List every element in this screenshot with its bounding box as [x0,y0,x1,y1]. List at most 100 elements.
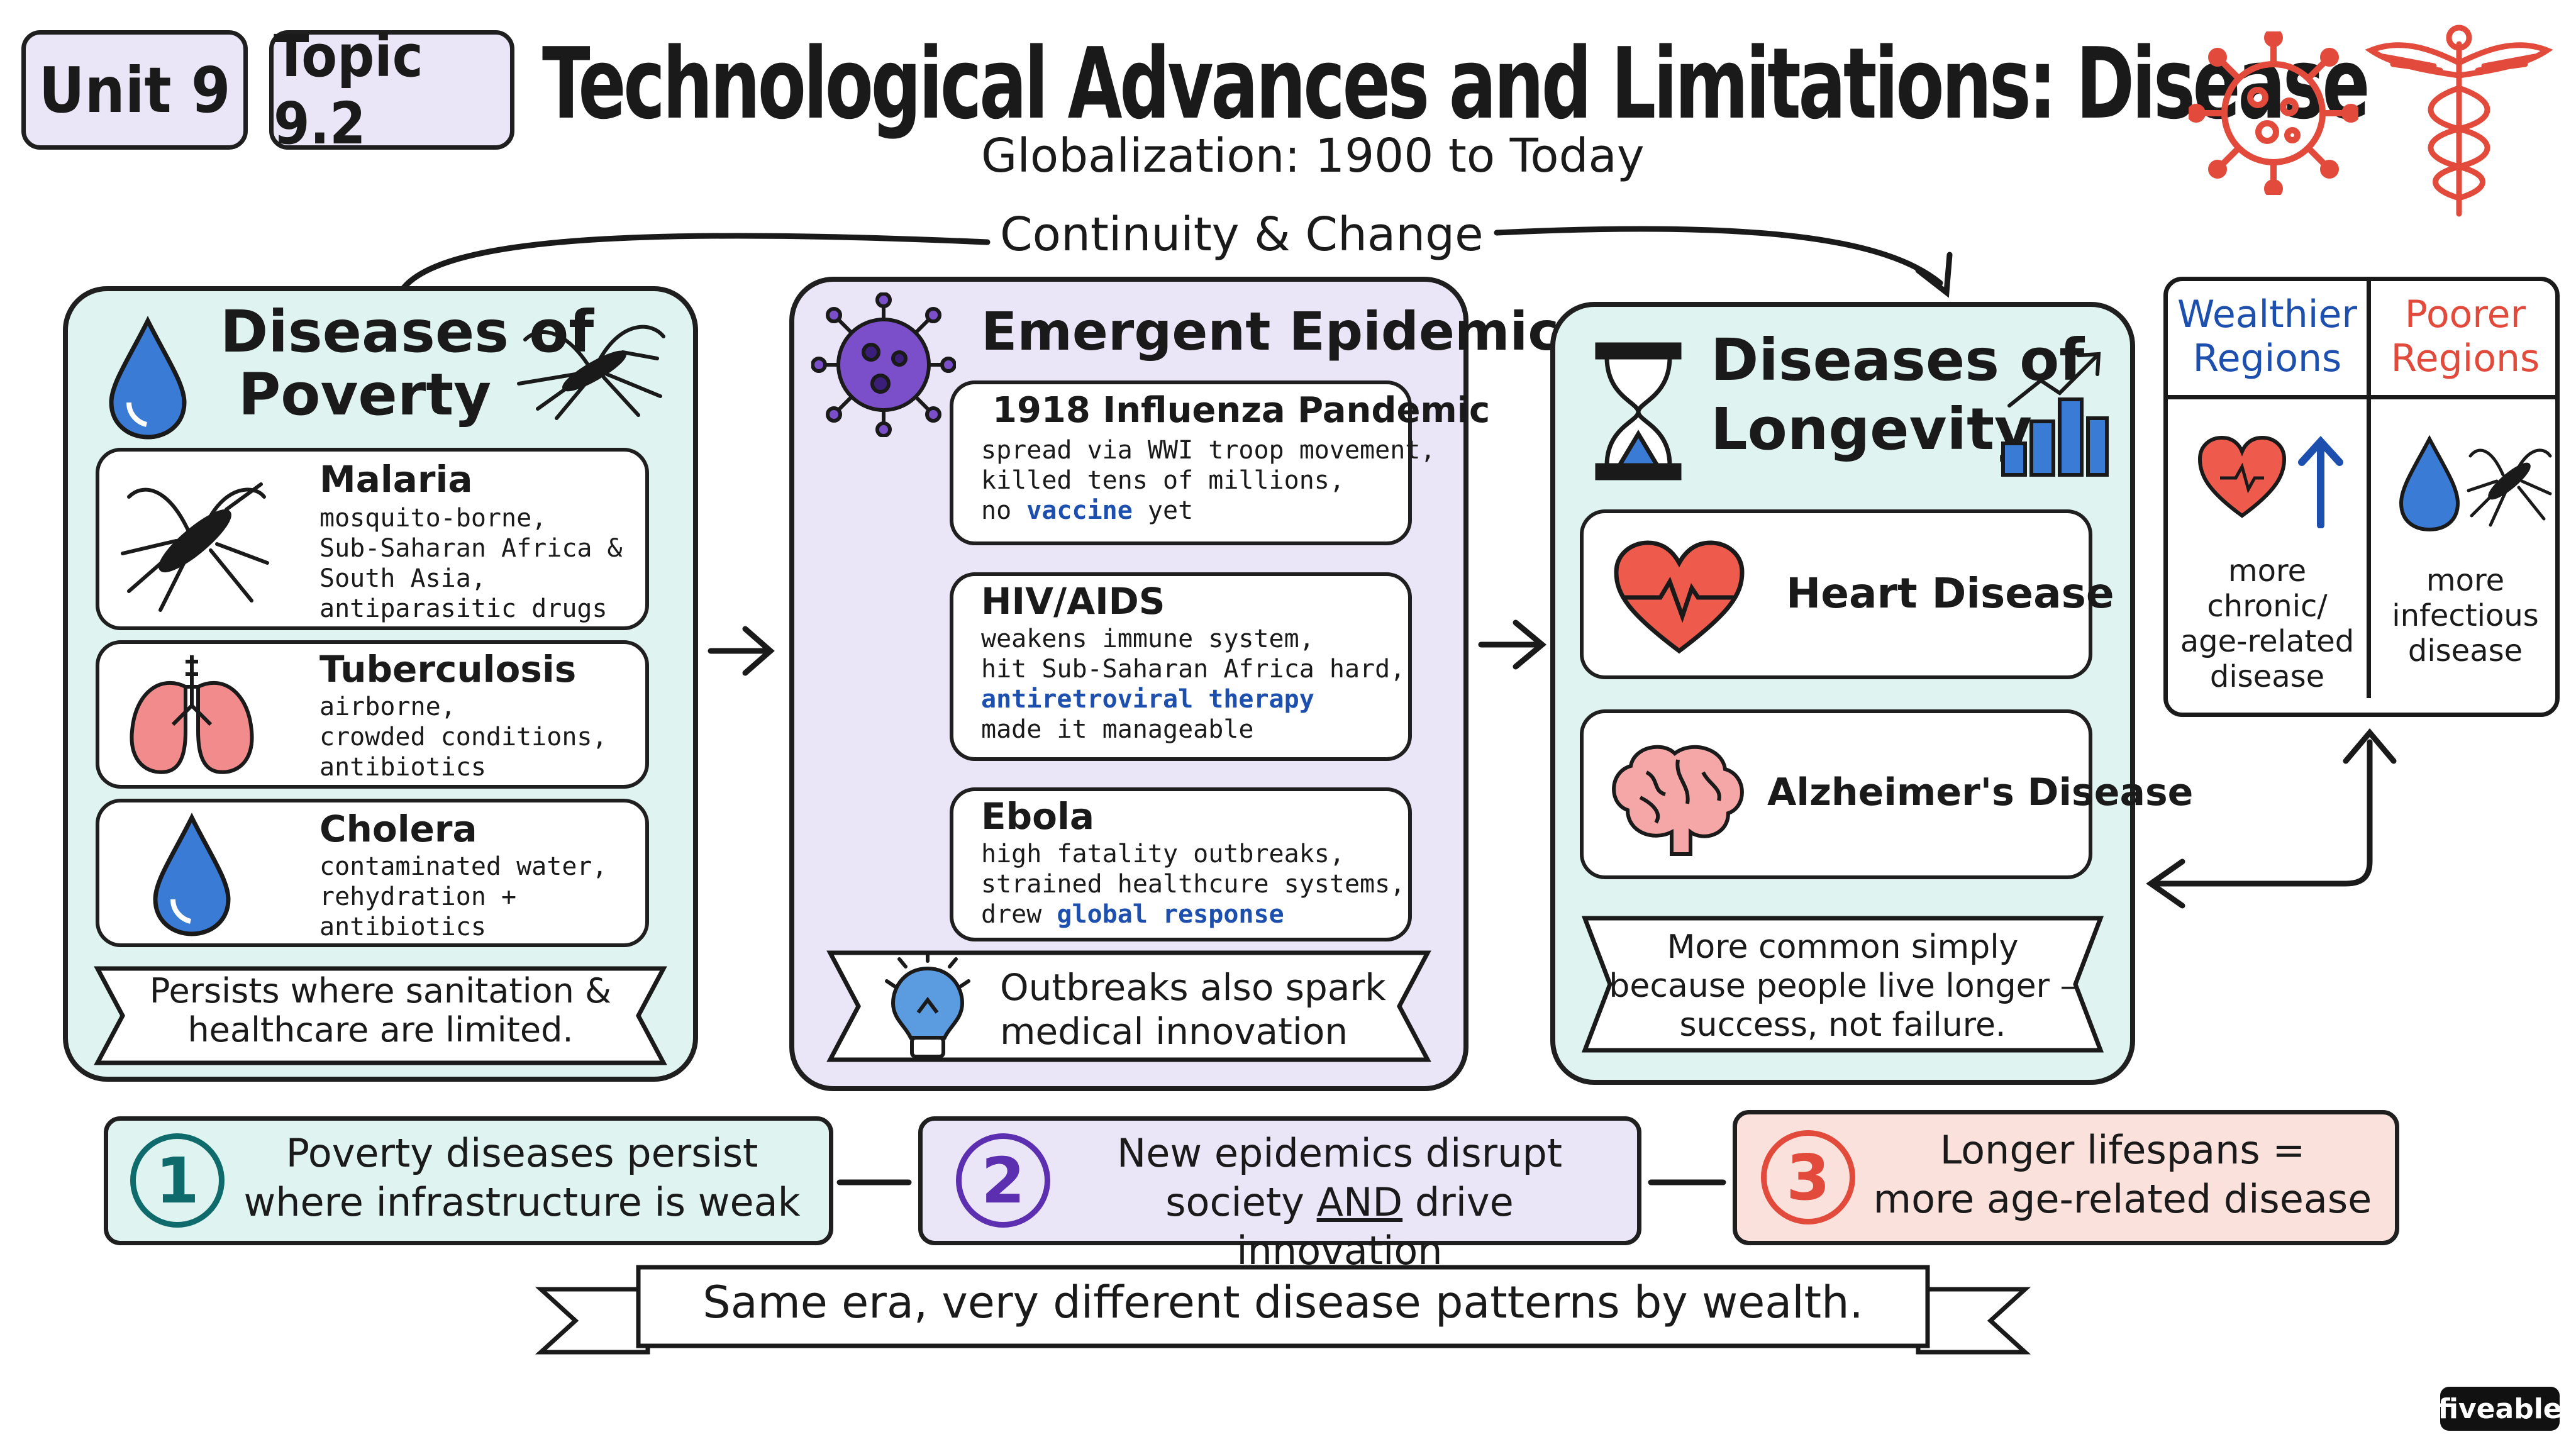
antiretroviral-highlight: antiretroviral therapy [981,685,1314,714]
hiv-desc: weakens immune system, hit Sub-Saharan A… [981,624,1409,745]
summary-3-line2: more age-related disease [1873,1175,2372,1222]
hiv-line2: hit Sub-Saharan Africa hard, [981,655,1406,684]
influenza-line3-pre: no [981,496,1027,525]
poverty-banner: Persists where sanitation & healthcare a… [85,972,676,1050]
ebola-desc: high fatality outbreaks, strained health… [981,839,1409,930]
poorer-text: more infectious disease [2392,563,2539,669]
influenza-card [950,380,1412,545]
lungs-icon [130,655,254,774]
caduceus-icon [2365,25,2553,217]
tuberculosis-card [96,640,649,789]
epidemics-title: Emergent Epidemics [981,301,1591,362]
ebola-line3-pre: drew [981,900,1057,929]
influenza-title: 1918 Influenza Pandemic [992,390,1491,431]
comparison-divider-v [2367,277,2371,698]
water-drop-icon [2399,435,2460,532]
summary-number-3: 3 [1761,1130,1855,1224]
epidemics-banner-line1: Outbreaks also spark [1000,966,1386,1009]
mosquito-icon [517,325,665,420]
topic-label: Topic 9.2 [274,23,423,157]
heart-icon [2197,435,2287,518]
lightbulb-icon [885,951,970,1058]
summary-number-1: 1 [130,1133,225,1228]
poverty-title: Diseases of Poverty [220,298,594,428]
summary-2-line2-underline: AND [1316,1179,1403,1225]
influenza-line1: spread via WWI troop movement, [981,436,1436,465]
cholera-title: Cholera [319,808,477,850]
poverty-title-line2: Poverty [238,361,492,428]
bar-chart-icon [2001,352,2109,477]
cholera-desc: contaminated water, rehydration + antibi… [319,852,608,941]
summary-2-line1: New epidemics disrupt [1116,1130,1563,1176]
poverty-title-line1: Diseases of [220,298,594,365]
malaria-title: Malaria [319,458,473,501]
influenza-line2: killed tens of millions, [981,466,1345,495]
summary-text-1: Poverty diseases persist where infrastru… [239,1129,805,1226]
summary-1-line2: where infrastructure is weak [243,1179,801,1225]
hiv-title: HIV/AIDS [981,580,1165,623]
poorer-header-line2: Regions [2390,336,2540,380]
longevity-banner-shape [1581,916,2104,1053]
summary-3-line1: Longer lifespans = [1940,1127,2306,1173]
alzheimers-label: Alzheimer's Disease [1767,770,2194,814]
wealthier-header: Wealthier Regions [2170,292,2365,380]
summary-card-1 [104,1116,833,1245]
summary-2-line2-pre: society [1165,1179,1317,1225]
fiveable-logo: fiveable [2438,1387,2562,1431]
epidemics-banner-line2: medical innovation [1000,1010,1348,1053]
longevity-title: Diseases of Longevity [1711,326,2085,464]
tuberculosis-desc: airborne, crowded conditions, antibiotic… [319,692,608,782]
tuberculosis-title: Tuberculosis [319,648,577,691]
summary-1-line1: Poverty diseases persist [286,1130,758,1176]
virus-icon [2189,31,2358,195]
continuity-label: Continuity & Change [1000,208,1484,262]
page-subtitle: Globalization: 1900 to Today [981,129,1645,183]
mosquito-icon [121,482,269,612]
longevity-banner: More common simply because people live l… [1572,928,2113,1045]
epidemics-banner-shape [826,950,1431,1062]
ebola-line3: drew global response [981,899,1409,930]
vaccine-highlight: vaccine [1026,496,1133,525]
hiv-card [950,572,1412,761]
virus-icon [811,292,956,437]
wealthier-text: more chronic/ age-related disease [2180,553,2355,694]
poorer-header-line1: Poorer [2404,292,2526,336]
ebola-card [950,787,1412,941]
brain-icon [1612,745,1744,856]
poorer-header: Poorer Regions [2371,292,2560,380]
malaria-desc: mosquito-borne, Sub-Saharan Africa & Sou… [319,504,623,623]
wealthier-header-line2: Regions [2192,336,2342,380]
comparison-divider-h [2163,395,2560,399]
wealthier-header-line1: Wealthier [2177,292,2357,336]
influenza-desc: spread via WWI troop movement, killed te… [981,435,1436,526]
summary-number-2: 2 [956,1133,1050,1228]
hourglass-icon [1595,342,1682,480]
longevity-title-line1: Diseases of [1711,326,2085,394]
unit-label: Unit 9 [38,53,231,127]
longevity-banner-line1: More common simply [1667,928,2019,966]
ebola-line2: strained healthcure systems, [981,870,1406,899]
longevity-banner-line2: because people live longer – [1609,967,2077,1005]
footer-banner: Same era, very different disease pattern… [702,1277,1863,1328]
summary-text-3: Longer lifespans = more age-related dise… [1871,1126,2374,1223]
longevity-banner-line3: success, not failure. [1679,1006,2006,1044]
mosquito-icon [2467,448,2552,527]
page-title: Technological Advances and Limitations: … [542,26,2370,141]
influenza-line3: no vaccine yet [981,496,1409,526]
unit-badge: Unit 9 [21,30,248,150]
water-drop-icon [153,813,231,936]
longevity-title-line2: Longevity [1711,396,2033,463]
influenza-line3-post: yet [1132,496,1194,525]
ebola-line1: high fatality outbreaks, [981,840,1345,869]
epidemics-banner: Outbreaks also spark medical innovation [1000,965,1386,1053]
topic-badge: Topic 9.2 [269,23,514,157]
poverty-banner-shape [94,966,667,1065]
footer-banner-shape [535,1265,2031,1355]
hiv-line4: made it manageable [981,715,1254,744]
up-arrow-icon [2298,436,2343,528]
poverty-banner-line1: Persists where sanitation & [149,971,612,1011]
summary-text-2: New epidemics disrupt society AND drive … [1063,1129,1616,1275]
global-response-highlight: global response [1057,900,1284,929]
